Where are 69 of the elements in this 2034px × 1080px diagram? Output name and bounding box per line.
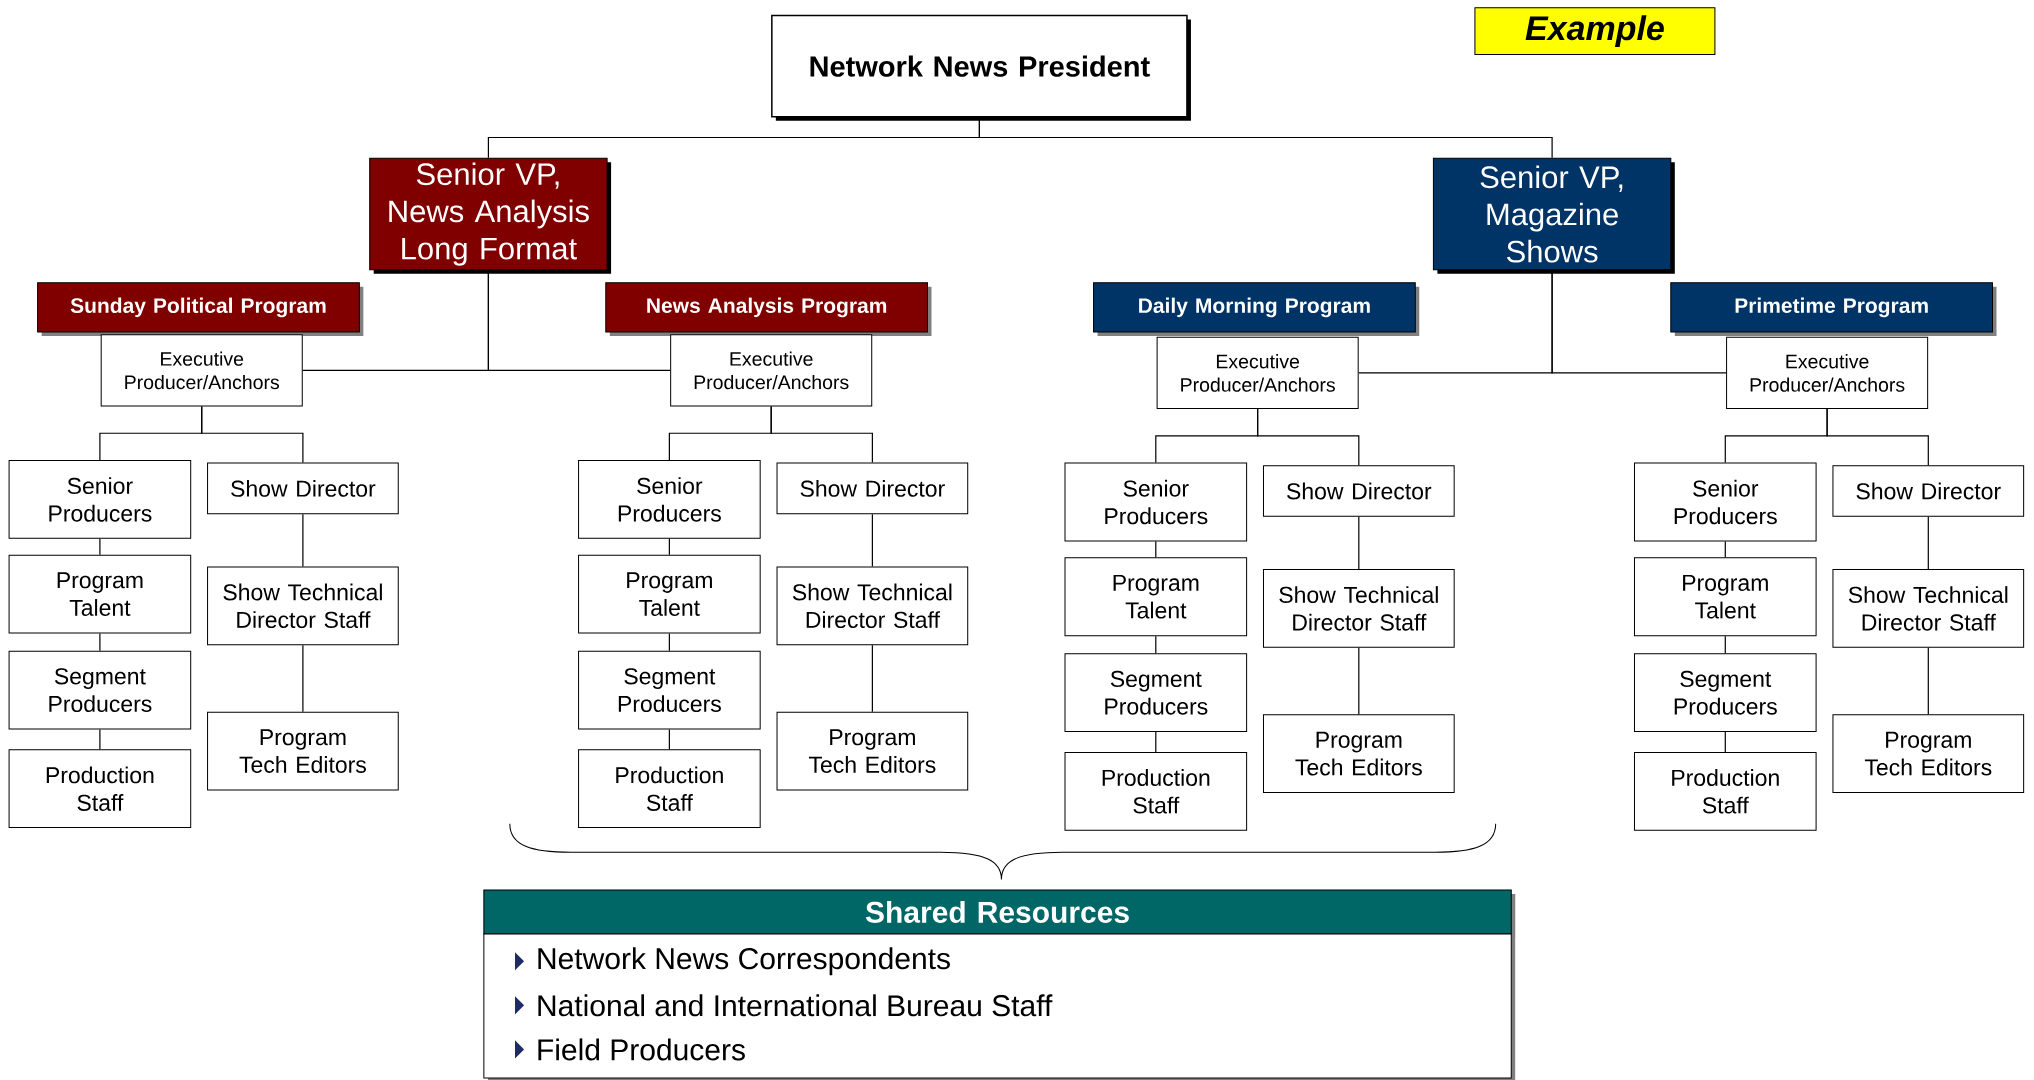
- connector-line: [770, 405, 873, 464]
- connector-line: [871, 644, 873, 713]
- connector-line: [99, 632, 101, 652]
- section-header: Shared Resources: [483, 889, 1516, 938]
- role-box: Program Talent: [8, 554, 192, 634]
- role-box: Show Director: [1263, 465, 1455, 517]
- role-box: Production Staff: [1064, 751, 1248, 831]
- role-box: Show Technical Director Staff: [1832, 568, 2025, 648]
- role-box: Program Tech Editors: [1263, 714, 1455, 794]
- role-box: Senior Producers: [578, 460, 761, 539]
- connector-line: [871, 513, 873, 567]
- role-box: Production Staff: [8, 749, 192, 829]
- role-box: Segment Producers: [578, 650, 761, 730]
- role-box: Segment Producers: [1634, 653, 1817, 733]
- connector-line: [1927, 516, 1929, 570]
- role-box: Show Director: [776, 462, 969, 515]
- role-box: Executive Producer/Anchors: [670, 334, 873, 407]
- role-box: Show Technical Director Staff: [776, 566, 969, 646]
- role-box: Show Technical Director Staff: [207, 566, 399, 646]
- role-box: Program Tech Editors: [776, 711, 969, 791]
- role-box: Senior Producers: [1064, 462, 1248, 542]
- role-box: Production Staff: [578, 749, 761, 829]
- list-item: Field Producers: [538, 1038, 745, 1061]
- program-header: Primetime Program: [1670, 282, 1997, 337]
- executive-box: Senior VP, News Analysis Long Format: [369, 157, 612, 274]
- role-box: Program Tech Editors: [207, 711, 399, 791]
- executive-box: Senior VP, Magazine Shows: [1432, 157, 1675, 274]
- connector-line: [99, 728, 101, 750]
- role-box: Program Talent: [578, 554, 761, 634]
- role-box: Executive Producer/Anchors: [1726, 336, 1929, 410]
- connector-line: [201, 405, 304, 464]
- connector-line: [1155, 540, 1157, 558]
- connector-line: [1826, 408, 1929, 466]
- connector-line: [668, 538, 670, 556]
- program-header: Daily Morning Program: [1093, 282, 1420, 337]
- connector-line: [1155, 635, 1157, 654]
- connector-line: [1927, 647, 1929, 715]
- role-box: Executive Producer/Anchors: [1156, 336, 1359, 410]
- role-box: Executive Producer/Anchors: [100, 334, 303, 407]
- connector-line: [99, 538, 101, 556]
- connector-line: [1724, 731, 1726, 753]
- role-box: Segment Producers: [1064, 653, 1248, 733]
- role-box: Production Staff: [1634, 751, 1817, 831]
- role-box: Program Tech Editors: [1832, 714, 2025, 794]
- connector-line: [1155, 731, 1157, 753]
- list-item: Network News Correspondents: [538, 947, 950, 976]
- program-header: Sunday Political Program: [37, 282, 364, 337]
- connector-line: [1358, 647, 1360, 715]
- role-box: Senior Producers: [1634, 462, 1817, 542]
- connector-line: [668, 728, 670, 750]
- resource-list-box: [483, 933, 1516, 1080]
- connector-line: [1257, 408, 1360, 466]
- connector-line: [1724, 635, 1726, 654]
- role-box: Senior Producers: [8, 460, 192, 539]
- connector-line: [1724, 540, 1726, 558]
- role-box: Segment Producers: [8, 650, 192, 730]
- role-box: Show Technical Director Staff: [1263, 568, 1455, 648]
- connector-line: [302, 513, 304, 567]
- title-box: Network News President: [771, 14, 1191, 121]
- connector-line: [668, 632, 670, 652]
- list-item: National and International Bureau Staff: [538, 994, 1053, 1017]
- example-tag: Example: [1474, 7, 1716, 55]
- connector-line: [1358, 516, 1360, 570]
- role-box: Program Talent: [1064, 557, 1248, 637]
- role-box: Program Talent: [1634, 557, 1817, 637]
- program-header: News Analysis Program: [605, 282, 932, 337]
- connector-line: [302, 644, 304, 713]
- role-box: Show Director: [1832, 465, 2025, 517]
- role-box: Show Director: [207, 462, 399, 515]
